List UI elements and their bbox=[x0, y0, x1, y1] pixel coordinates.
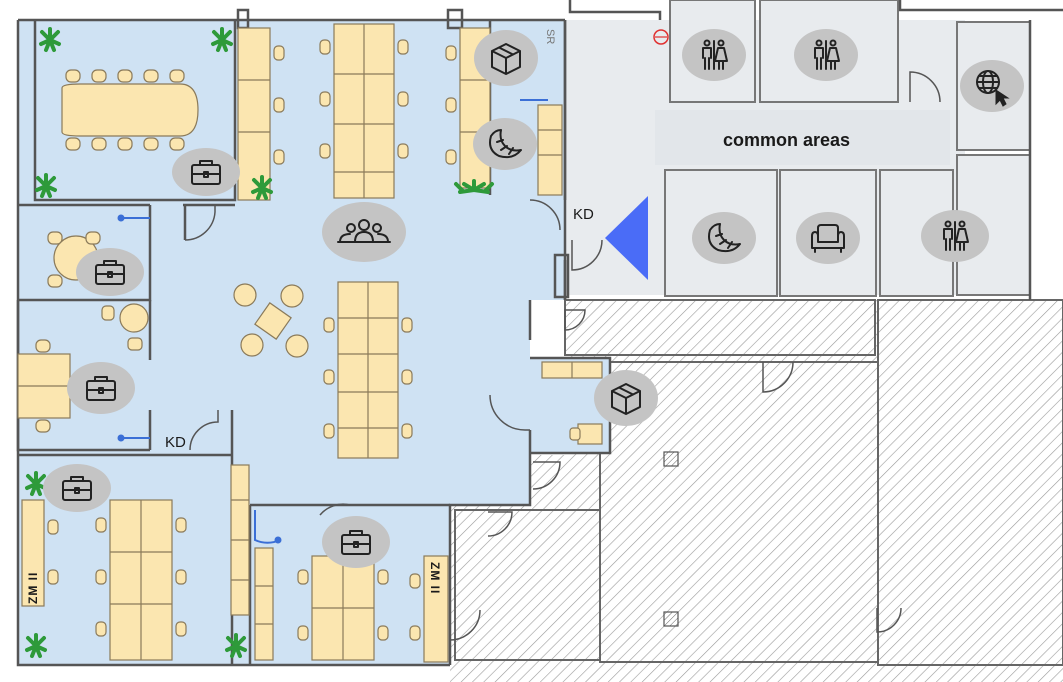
desk-chairs bbox=[47, 39, 457, 641]
meeting-room-briefcase-icon bbox=[172, 148, 240, 196]
kd-label-corridor: KD bbox=[573, 206, 594, 223]
plant-icon bbox=[225, 633, 247, 658]
office-briefcase-icon bbox=[322, 516, 390, 568]
storage-box-icon bbox=[594, 370, 658, 426]
lounge-armchair-icon bbox=[796, 212, 860, 264]
kitchen-croissant-icon bbox=[473, 118, 537, 170]
kd-label-lower: KD bbox=[165, 434, 186, 451]
zm-cabinet-right bbox=[423, 555, 449, 663]
fire-extinguisher-icon bbox=[653, 29, 669, 45]
kitchen-croissant-icon bbox=[692, 212, 756, 264]
toilets-icon bbox=[682, 29, 746, 81]
zm-cabinet-left bbox=[21, 499, 45, 607]
storage-box-icon bbox=[474, 30, 538, 86]
plant-icon bbox=[454, 179, 494, 194]
doors bbox=[117, 99, 548, 544]
office-briefcase-icon bbox=[43, 464, 111, 512]
conference-chairs bbox=[65, 69, 185, 151]
entrance-arrow-icon bbox=[605, 196, 648, 280]
furniture bbox=[17, 23, 603, 663]
plant-icon bbox=[35, 173, 57, 198]
kitchenette bbox=[537, 104, 563, 196]
toilets-icon bbox=[794, 29, 858, 81]
plant-icon bbox=[211, 27, 233, 52]
office-briefcase-icon bbox=[67, 362, 135, 414]
walls bbox=[16, 0, 1063, 667]
office-briefcase-icon bbox=[76, 248, 144, 296]
plants bbox=[25, 27, 494, 658]
plant-icon bbox=[25, 633, 47, 658]
common-areas-label: common areas bbox=[723, 130, 850, 150]
sr-label: SR bbox=[544, 29, 556, 44]
conference-table bbox=[61, 83, 199, 137]
network-globe-icon bbox=[960, 60, 1024, 112]
zm-label-left: ZM II bbox=[26, 572, 40, 604]
unused-zones bbox=[235, 20, 1063, 682]
plant-icon bbox=[39, 27, 61, 52]
toilets-icon bbox=[921, 210, 989, 262]
lounge-table bbox=[254, 302, 292, 340]
team-people-icon bbox=[322, 202, 406, 262]
desk-row-a bbox=[237, 27, 271, 201]
zm-label-right: ZM II bbox=[428, 562, 442, 594]
plant-icon bbox=[251, 175, 273, 200]
plant-icon bbox=[25, 471, 47, 496]
